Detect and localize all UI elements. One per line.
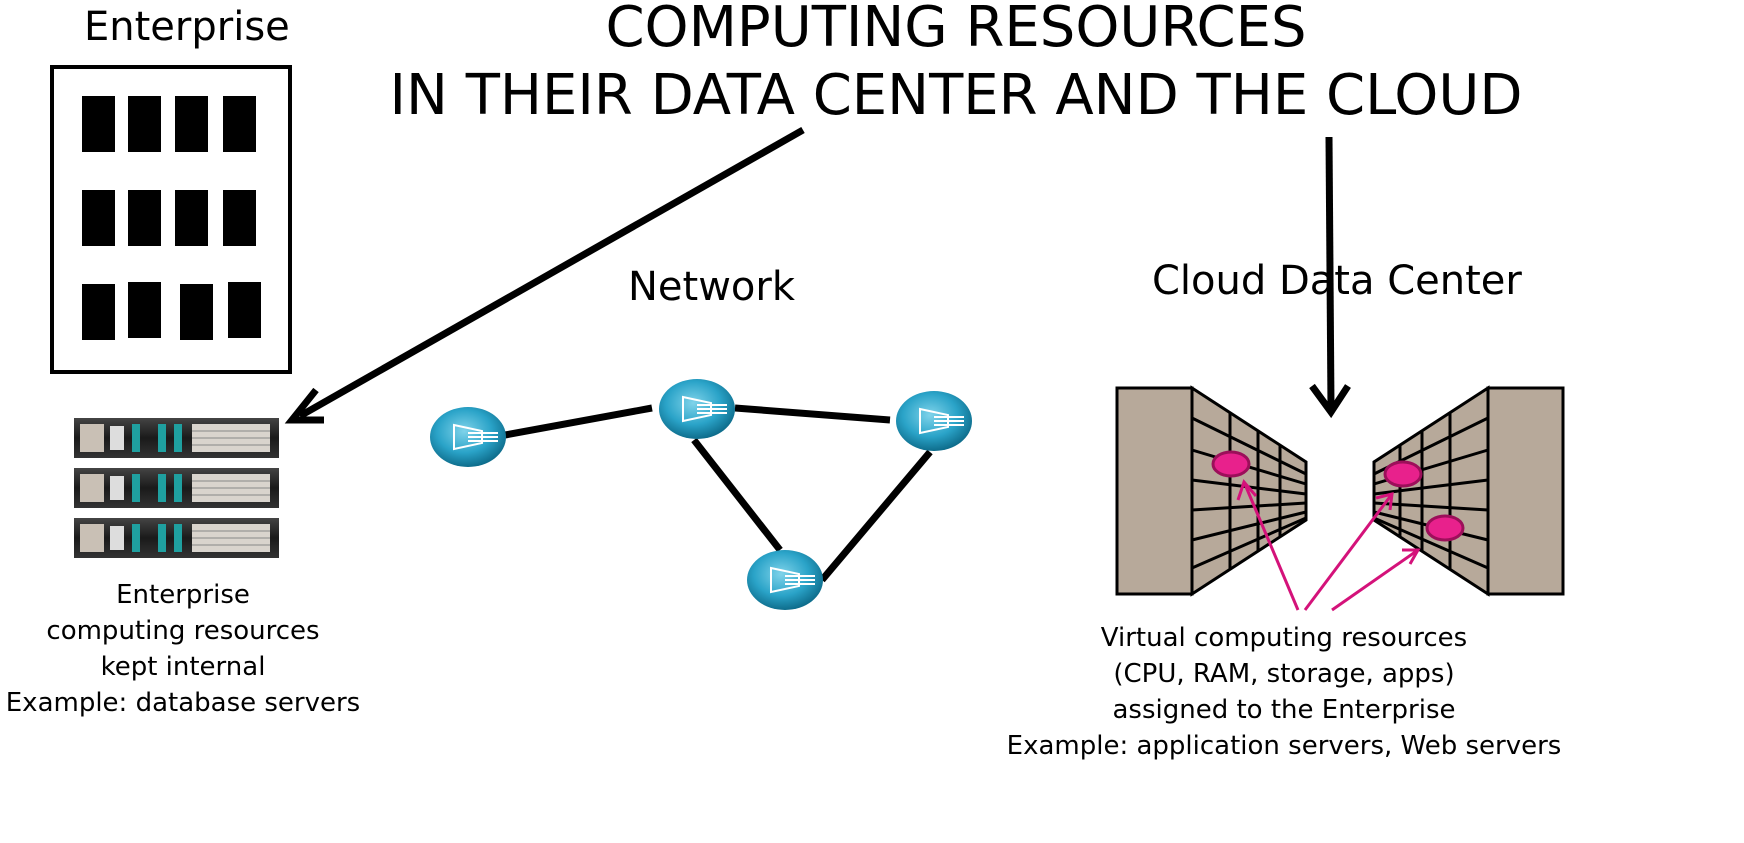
cloud-caption-line-2: (CPU, RAM, storage, apps) [1113,659,1455,689]
title-line-1: COMPUTING RESOURCES [605,0,1307,60]
router-icon [430,379,972,610]
pointer-arrows [1236,479,1421,612]
cloud-caption-line-4: Example: application servers, Web server… [1006,731,1562,761]
cloud-caption-line-3: assigned to the Enterprise [1112,695,1456,725]
cloud-label: Cloud Data Center [1152,258,1522,304]
title-line-2: IN THEIR DATA CENTER AND THE CLOUD [389,63,1523,128]
cloud-caption-line-1: Virtual computing resources [1100,623,1468,653]
enterprise-caption-line-2: computing resources [46,616,320,646]
title-arrow-right [1309,136,1351,419]
cloud-caption: Virtual computing resources (CPU, RAM, s… [1000,620,1568,764]
enterprise-caption-line-1: Enterprise [116,580,250,610]
network-links [504,404,933,583]
enterprise-caption: Enterprise computing resources kept inte… [0,577,366,721]
enterprise-label: Enterprise [84,4,290,50]
server-rack-icon [74,418,279,558]
enterprise-caption-line-3: kept internal [100,652,266,682]
title-arrow-left [284,126,805,424]
virtual-resource-icon [1211,450,1465,542]
network-label: Network [628,264,796,310]
enterprise-caption-line-4: Example: database servers [5,688,361,718]
building-icon [50,65,292,374]
